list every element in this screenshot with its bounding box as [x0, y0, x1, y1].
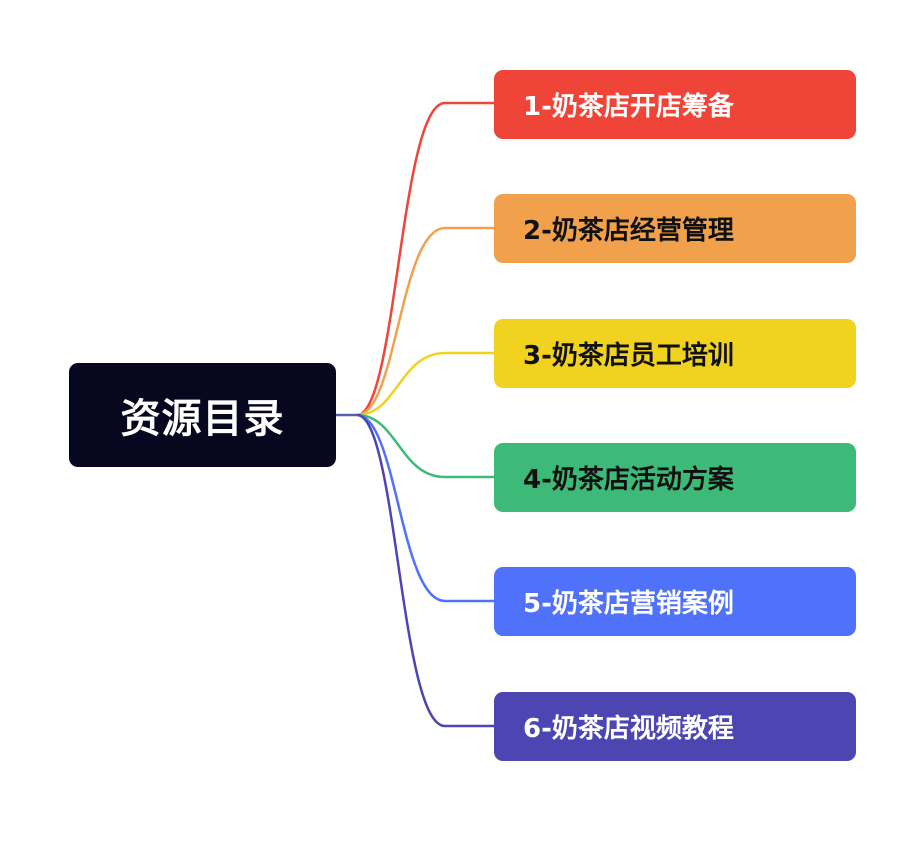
branch-node-operations-management[interactable]: 2-奶茶店经营管理 — [494, 194, 856, 263]
root-node[interactable]: 资源目录 — [69, 363, 336, 467]
branch-node-label: 6-奶茶店视频教程 — [523, 714, 734, 744]
branch-node-marketing-cases[interactable]: 5-奶茶店营销案例 — [494, 567, 856, 636]
branch-node-label: 2-奶茶店经营管理 — [523, 216, 734, 246]
connector-line-6 — [356, 413, 494, 728]
connector-line-1 — [356, 101, 494, 417]
branch-node-label: 4-奶茶店活动方案 — [523, 465, 734, 495]
branch-node-label: 3-奶茶店员工培训 — [523, 341, 734, 371]
branch-node-opening-preparation[interactable]: 1-奶茶店开店筹备 — [494, 70, 856, 139]
connector-line-2 — [356, 226, 494, 417]
branch-node-label: 1-奶茶店开店筹备 — [523, 92, 734, 122]
branch-node-staff-training[interactable]: 3-奶茶店员工培训 — [494, 319, 856, 388]
root-node-label: 资源目录 — [120, 396, 285, 442]
branch-node-video-tutorials[interactable]: 6-奶茶店视频教程 — [494, 692, 856, 761]
connector-line-5 — [356, 413, 494, 603]
connector-line-3 — [356, 351, 494, 417]
branch-node-activity-plans[interactable]: 4-奶茶店活动方案 — [494, 443, 856, 512]
branch-node-label: 5-奶茶店营销案例 — [523, 589, 734, 619]
connector-line-4 — [356, 413, 494, 479]
